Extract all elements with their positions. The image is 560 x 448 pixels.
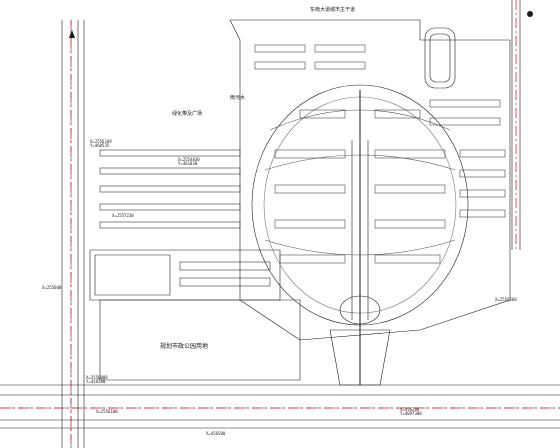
- north-road-label: 东南大道城市主干道: [310, 7, 356, 13]
- center-left-label: 雨污水: [230, 95, 246, 101]
- coordinate-p9: X=456500: [206, 431, 226, 436]
- entrance-plaza: [329, 329, 391, 386]
- coordinate-p3: X=2557230: [112, 213, 134, 218]
- upper-left-label: 绿化带及广场: [172, 111, 203, 117]
- coordinate-p6: X=2556560: [495, 297, 517, 302]
- coordinate-p7: X=2556188: [96, 409, 118, 414]
- sports-field: [424, 27, 456, 89]
- coordinate-p4: X=255600: [42, 285, 62, 290]
- north-arrow-icon: [527, 11, 533, 17]
- arrow-icon: [69, 30, 75, 38]
- bottom-block-label: 规划市政公园用地: [160, 343, 209, 350]
- residential-boundary: [229, 19, 511, 341]
- south-west-block: [89, 249, 281, 301]
- park-block: [99, 299, 301, 381]
